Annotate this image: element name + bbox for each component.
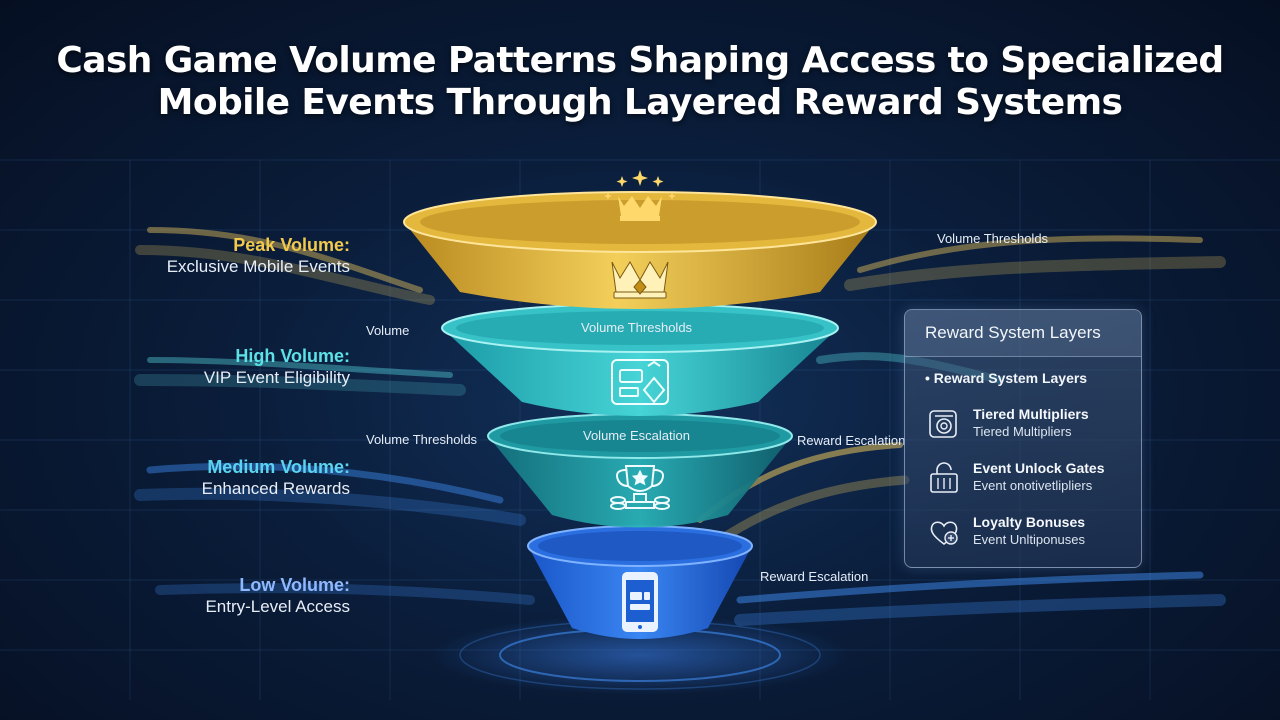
panel-item-desc: Tiered Multipliers <box>973 424 1072 439</box>
unlock-gate-icon <box>930 462 958 493</box>
panel-item-desc: Event onotivetlipliers <box>973 478 1093 493</box>
note-reward-escalation-upper: Reward Escalation <box>797 433 906 448</box>
tier-label-low: Low Volume: Entry-Level Access <box>10 574 350 618</box>
panel-item-title: Event Unlock Gates <box>973 460 1105 476</box>
sparkle-crown-icon <box>604 170 676 221</box>
multiplier-icon <box>929 410 957 438</box>
panel-title: Reward System Layers <box>905 310 1141 357</box>
trophy-icon <box>610 465 670 510</box>
tier-label-peak: Peak Volume: Exclusive Mobile Events <box>10 234 350 278</box>
note-reward-escalation-lower: Reward Escalation <box>760 569 869 584</box>
tier-subtitle: Exclusive Mobile Events <box>166 257 350 276</box>
note-volume: Volume <box>366 323 410 338</box>
panel-subtitle: • Reward System Layers <box>925 370 1088 386</box>
funnel-tier-high <box>441 303 839 416</box>
panel-item-title: Tiered Multipliers <box>973 406 1089 422</box>
page-title-line-1: Cash Game Volume Patterns Shaping Access… <box>56 40 1224 81</box>
note-volume-escalation: Volume Escalation <box>583 428 690 443</box>
note-volume-thresholds-left: Volume Thresholds <box>366 432 478 447</box>
tier-subtitle: Entry-Level Access <box>205 597 350 616</box>
panel-item-desc: Event Unltiponuses <box>973 532 1086 547</box>
panel-item-event-unlock-gates: Event Unlock Gates Event onotivetliplier… <box>927 460 1137 500</box>
note-volume-thresholds-band: Volume Thresholds <box>581 320 693 335</box>
panel-item-loyalty-bonuses: Loyalty Bonuses Event Unltiponuses <box>927 514 1137 554</box>
tier-subtitle: Enhanced Rewards <box>201 479 350 498</box>
tier-label-high: High Volume: VIP Event Eligibility <box>10 345 350 389</box>
crown-icon <box>611 261 669 299</box>
note-volume-thresholds-top: Volume Thresholds <box>937 231 1049 246</box>
loyalty-heart-icon <box>930 521 958 545</box>
panel-item-tiered-multipliers: Tiered Multipliers Tiered Multipliers <box>927 406 1137 446</box>
tier-heading: High Volume: <box>235 346 350 366</box>
tier-label-medium: Medium Volume: Enhanced Rewards <box>10 456 350 500</box>
page-title-line-2: Mobile Events Through Layered Reward Sys… <box>157 82 1123 123</box>
tier-heading: Medium Volume: <box>207 457 350 477</box>
funnel-tier-peak <box>403 191 877 309</box>
tier-heading: Low Volume: <box>239 575 350 595</box>
reward-system-panel: Reward System Layers • Reward System Lay… <box>904 309 1142 568</box>
mobile-phone-icon <box>622 572 658 632</box>
page-title: Cash Game Volume Patterns Shaping Access… <box>0 40 1280 124</box>
vip-cards-icon <box>611 359 669 405</box>
tier-subtitle: VIP Event Eligibility <box>203 368 350 387</box>
tier-heading: Peak Volume: <box>233 235 350 255</box>
panel-item-title: Loyalty Bonuses <box>973 514 1086 530</box>
